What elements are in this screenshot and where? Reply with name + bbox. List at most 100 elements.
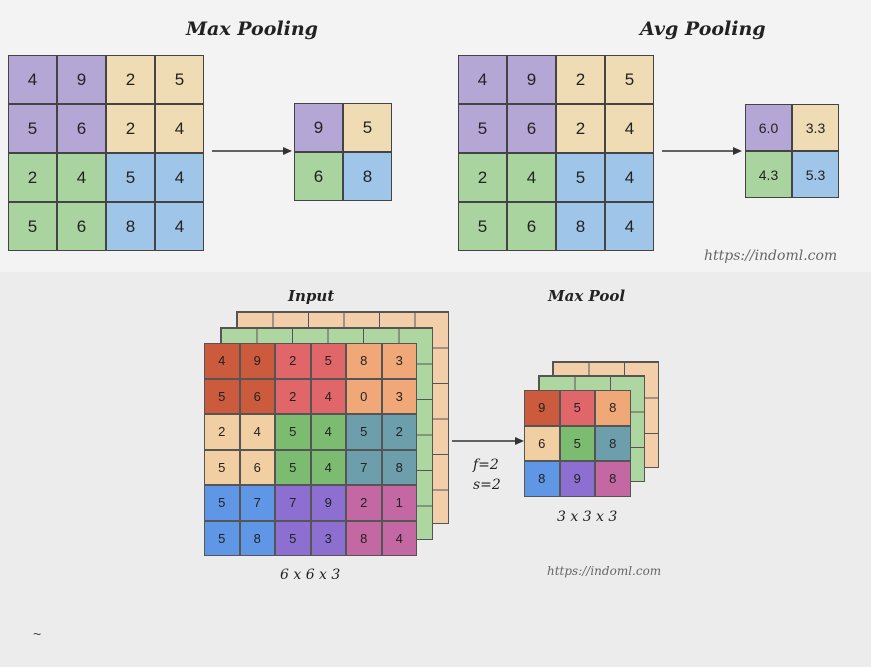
input-cell: 3 — [381, 378, 417, 414]
max-input-cell: 4 — [8, 55, 57, 104]
input-cell: 8 — [346, 520, 382, 556]
avg-input-cell: 6 — [507, 104, 556, 153]
top-credit-url: https://indoml.com — [704, 248, 838, 264]
filter-size-label: f=2 — [473, 457, 499, 473]
bottom-credit-url: https://indoml.com — [547, 564, 662, 578]
input-cell: 2 — [275, 378, 311, 414]
maxpool-arrow — [452, 437, 524, 445]
avg-output-cell: 3.3 — [792, 104, 839, 151]
maxpool-output-cell: 8 — [595, 425, 631, 461]
max-input-cell: 6 — [57, 202, 106, 251]
input-cell: 9 — [239, 343, 275, 379]
input-cell: 4 — [381, 520, 417, 556]
avg-input-cell: 5 — [458, 202, 507, 251]
input-cell: 5 — [310, 343, 346, 379]
input-cell: 7 — [275, 485, 311, 521]
input-cell: 2 — [381, 414, 417, 450]
avg-input-cell: 5 — [605, 55, 654, 104]
input-cell: 9 — [310, 485, 346, 521]
input-cell: 8 — [381, 449, 417, 485]
input-cell: 7 — [239, 485, 275, 521]
output-dimensions: 3 x 3 x 3 — [557, 509, 618, 525]
max-output-cell: 6 — [294, 152, 343, 201]
max-input-cell: 5 — [8, 202, 57, 251]
input-cell: 4 — [204, 343, 240, 379]
input-title: Input — [288, 287, 335, 305]
input-cell: 0 — [346, 378, 382, 414]
maxpool-output-cell: 9 — [524, 390, 560, 426]
maxpool-output-cell: 5 — [559, 390, 595, 426]
input-cell: 8 — [346, 343, 382, 379]
input-cell: 7 — [346, 449, 382, 485]
max-input-cell: 2 — [106, 104, 155, 153]
avg-input-cell: 5 — [458, 104, 507, 153]
input-cell: 5 — [204, 520, 240, 556]
input-cell: 3 — [381, 343, 417, 379]
max-input-cell: 5 — [155, 55, 204, 104]
max-pool-title: Max Pool — [548, 287, 626, 305]
max-output-cell: 8 — [343, 152, 392, 201]
avg-output-cell: 4.3 — [745, 151, 792, 198]
max-input-cell: 6 — [57, 104, 106, 153]
max-input-cell: 5 — [106, 153, 155, 202]
avg-input-cell: 4 — [507, 153, 556, 202]
input-cell: 1 — [381, 485, 417, 521]
avg-input-cell: 2 — [556, 104, 605, 153]
max-input-cell: 5 — [8, 104, 57, 153]
input-cell: 2 — [275, 343, 311, 379]
input-cell: 5 — [275, 449, 311, 485]
avg-input-cell: 4 — [605, 153, 654, 202]
maxpool-output-cell: 8 — [524, 461, 560, 497]
avg-pooling-title: Avg Pooling — [640, 18, 766, 40]
max-pooling-title: Max Pooling — [186, 18, 318, 40]
input-cell: 6 — [239, 378, 275, 414]
input-cell: 5 — [275, 520, 311, 556]
max-input-cell: 2 — [8, 153, 57, 202]
avg-input-cell: 4 — [458, 55, 507, 104]
input-cell: 5 — [275, 414, 311, 450]
input-cell: 4 — [310, 449, 346, 485]
max-pooling-arrow — [212, 147, 292, 155]
max-output-cell: 5 — [343, 103, 392, 152]
avg-output-cell: 5.3 — [792, 151, 839, 198]
max-input-cell: 4 — [155, 104, 204, 153]
avg-input-cell: 2 — [458, 153, 507, 202]
max-input-cell: 2 — [106, 55, 155, 104]
input-cell: 8 — [239, 520, 275, 556]
max-output-cell: 9 — [294, 103, 343, 152]
avg-pooling-arrow — [662, 147, 742, 155]
maxpool-output-cell: 5 — [559, 425, 595, 461]
maxpool-output-cell: 8 — [595, 390, 631, 426]
maxpool-output-cell: 8 — [595, 461, 631, 497]
max-input-cell: 4 — [57, 153, 106, 202]
footer-mark: ~ — [33, 626, 42, 642]
input-cell: 2 — [204, 414, 240, 450]
input-cell: 5 — [204, 378, 240, 414]
avg-input-cell: 5 — [556, 153, 605, 202]
max-input-cell: 4 — [155, 202, 204, 251]
input-cell: 4 — [310, 414, 346, 450]
input-dimensions: 6 x 6 x 3 — [280, 567, 341, 583]
input-cell: 5 — [204, 485, 240, 521]
maxpool-output-cell: 9 — [559, 461, 595, 497]
max-input-cell: 8 — [106, 202, 155, 251]
input-cell: 4 — [239, 414, 275, 450]
input-cell: 2 — [346, 485, 382, 521]
avg-input-cell: 6 — [507, 202, 556, 251]
avg-input-cell: 4 — [605, 104, 654, 153]
max-input-cell: 4 — [155, 153, 204, 202]
input-cell: 6 — [239, 449, 275, 485]
input-cell: 5 — [346, 414, 382, 450]
avg-output-cell: 6.0 — [745, 104, 792, 151]
avg-input-cell: 4 — [605, 202, 654, 251]
input-cell: 4 — [310, 378, 346, 414]
avg-input-cell: 2 — [556, 55, 605, 104]
max-input-cell: 9 — [57, 55, 106, 104]
input-cell: 5 — [204, 449, 240, 485]
avg-input-cell: 8 — [556, 202, 605, 251]
